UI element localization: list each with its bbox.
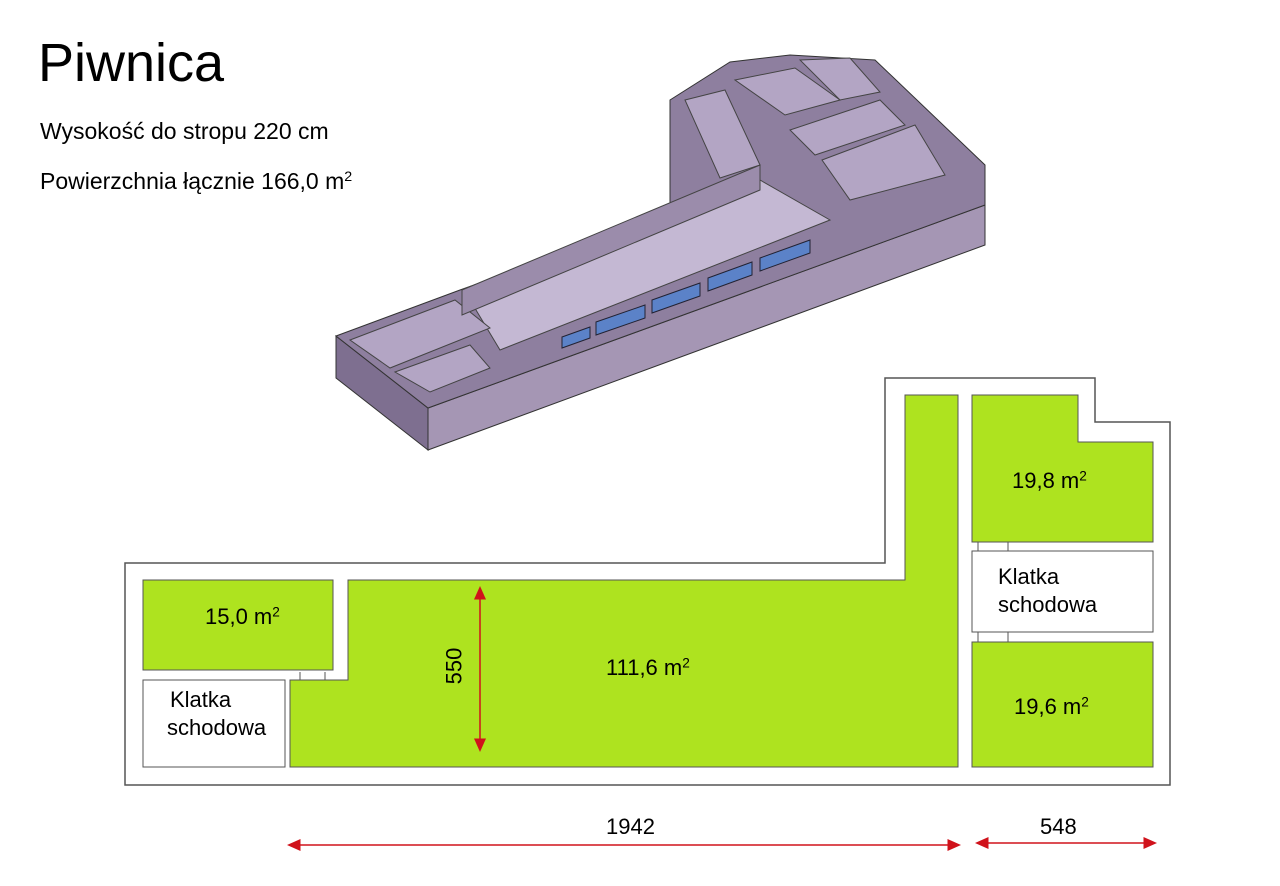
- room-right-bottom: [971, 641, 1154, 768]
- basement-windows: [561, 239, 811, 349]
- room-left-small: [142, 579, 334, 671]
- room-right-top: [971, 394, 1154, 543]
- page-title: Piwnica: [38, 33, 225, 93]
- stair-right: [971, 550, 1154, 633]
- room-right-bottom-area: 19,6 m2: [1014, 694, 1089, 719]
- width-main-dimension-label: 1942: [606, 814, 655, 839]
- height-dimension-label: 550: [441, 647, 467, 685]
- room-right-top-area: 19,8 m2: [1012, 468, 1087, 493]
- total-area-label: Powierzchnia łącznie 166,0 m2: [40, 168, 353, 194]
- room-main-area: 111,6 m2: [606, 655, 690, 680]
- ceiling-height-label: Wysokość do stropu 220 cm: [40, 118, 329, 144]
- width-right-dimension-label: 548: [1040, 814, 1077, 839]
- room-left-small-area: 15,0 m2: [205, 604, 280, 629]
- stair-left-label: Klatka schodowa: [167, 687, 267, 740]
- stair-left: [142, 679, 286, 768]
- room-main: [289, 394, 959, 768]
- isometric-3d-view: [334, 54, 986, 452]
- stair-right-label: Klatka schodowa: [998, 564, 1098, 617]
